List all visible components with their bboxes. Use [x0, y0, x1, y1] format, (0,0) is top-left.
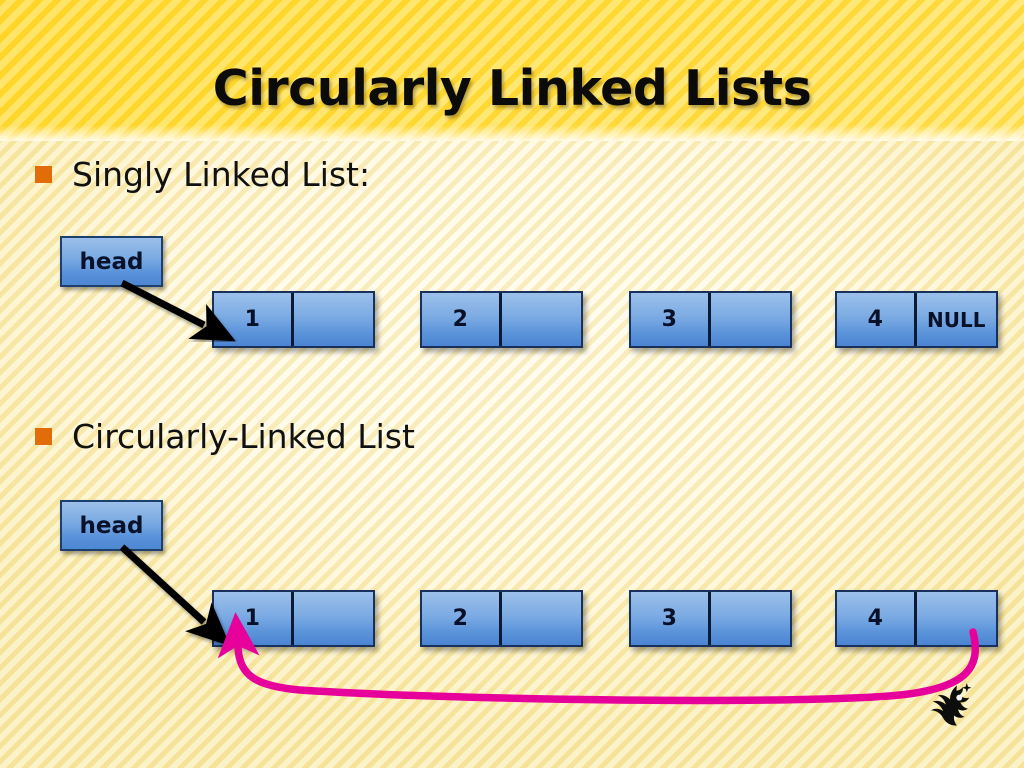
node-data-cell: 2 — [422, 293, 502, 346]
node-data-value: 1 — [244, 307, 260, 332]
head-pointer-box-singly: head — [60, 236, 163, 287]
node-data-value: 1 — [244, 606, 260, 631]
node-data-value: 2 — [452, 307, 468, 332]
list-node-tail: 4 NULL — [835, 291, 998, 348]
bullet-label: Circularly-Linked List — [72, 417, 415, 456]
node-data-value: 3 — [661, 307, 677, 332]
bullet-circularly-linked-list: Circularly-Linked List — [35, 420, 415, 453]
list-node: 1 — [212, 291, 375, 348]
list-node: 3 — [629, 590, 792, 647]
node-next-cell — [502, 293, 582, 346]
head-arrow-circular — [119, 544, 231, 647]
list-node: 2 — [420, 291, 583, 348]
node-data-cell: 4 — [837, 592, 917, 645]
node-next-cell — [294, 293, 374, 346]
bullet-square-icon — [35, 166, 52, 183]
node-next-cell: NULL — [917, 293, 997, 346]
node-data-cell: 1 — [214, 293, 294, 346]
node-next-value: NULL — [927, 307, 986, 332]
head-arrow-singly — [120, 279, 236, 342]
node-next-cell — [294, 592, 374, 645]
node-data-cell: 3 — [631, 592, 711, 645]
node-data-cell: 1 — [214, 592, 294, 645]
bullet-square-icon — [35, 428, 52, 445]
ucf-pegasus-logo — [930, 683, 972, 726]
page-title: Circularly Linked Lists — [212, 60, 812, 117]
head-pointer-label: head — [79, 512, 144, 539]
head-pointer-label: head — [79, 248, 144, 275]
node-next-cell — [502, 592, 582, 645]
node-data-cell: 2 — [422, 592, 502, 645]
node-next-cell — [711, 293, 791, 346]
node-data-cell: 3 — [631, 293, 711, 346]
node-data-value: 3 — [661, 606, 677, 631]
list-node: 3 — [629, 291, 792, 348]
title-band — [0, 0, 1024, 141]
node-data-value: 4 — [867, 307, 883, 332]
head-pointer-box-circular: head — [60, 500, 163, 551]
bullet-singly-linked-list: Singly Linked List: — [35, 158, 370, 191]
node-data-value: 4 — [867, 606, 883, 631]
node-next-cell — [711, 592, 791, 645]
bullet-label: Singly Linked List: — [72, 155, 371, 194]
list-node: 2 — [420, 590, 583, 647]
list-node: 1 — [212, 590, 375, 647]
node-next-cell — [917, 592, 997, 645]
node-data-cell: 4 — [837, 293, 917, 346]
list-node-tail: 4 — [835, 590, 998, 647]
node-data-value: 2 — [452, 606, 468, 631]
